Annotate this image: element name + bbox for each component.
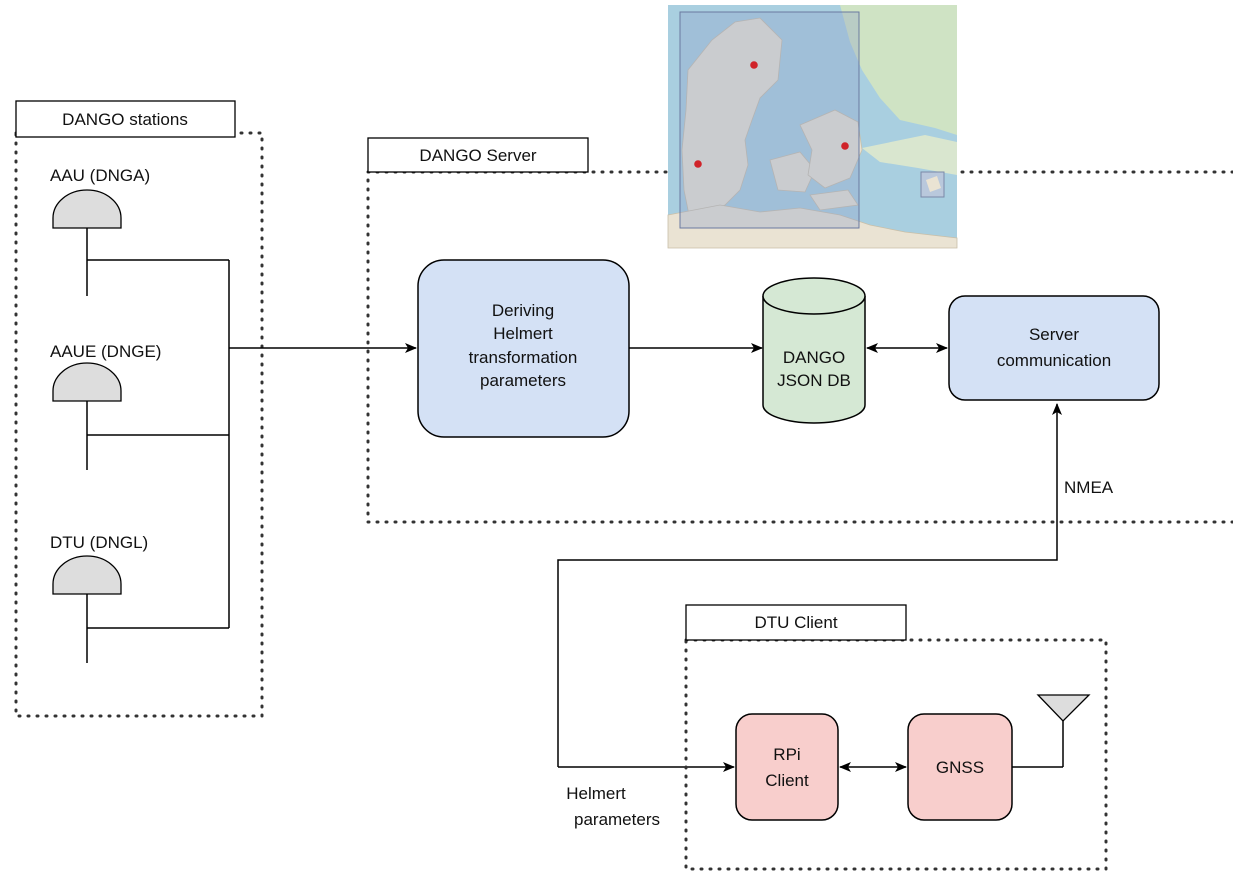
client-title-box [685, 604, 907, 641]
server-communication-box [948, 295, 1160, 401]
server-title-box [367, 137, 589, 173]
db-line-1: DANGO [783, 348, 845, 367]
nmea-label: NMEA [1064, 478, 1114, 497]
gnss-label: GNSS [936, 758, 984, 777]
db-line-2: JSON DB [777, 371, 851, 390]
helmert-params-label-1: Helmert [566, 784, 626, 803]
client-title: DTU Client [754, 613, 837, 632]
rpi-line-2: Client [765, 771, 809, 790]
nmea-connector [557, 403, 1062, 767]
station-dtu: DTU (DNGL) [50, 533, 229, 663]
stations-group-border [14, 131, 264, 718]
client-group: DTU Client [684, 604, 1108, 871]
map-marker-dtu [841, 142, 849, 150]
comm-line-2: communication [997, 351, 1111, 370]
rpi-line-1: RPi [773, 745, 800, 764]
denmark-map-thumbnail [667, 5, 958, 249]
helmert-line-2: Helmert [493, 324, 553, 343]
server-title: DANGO Server [419, 146, 536, 165]
stations-title: DANGO stations [62, 110, 188, 129]
antenna-icon [1012, 694, 1091, 768]
map-marker-aau [750, 61, 758, 69]
server-communication-node: Server communication [948, 295, 1160, 401]
map-marker-aaue [694, 160, 702, 168]
helmert-line-3: transformation [469, 348, 578, 367]
rpi-client-box [735, 713, 839, 821]
database-cylinder-icon: DANGO JSON DB [762, 277, 866, 424]
gnss-station-dome-icon [52, 189, 122, 229]
station-label: AAUE (DNGE) [50, 342, 161, 361]
station-label: AAU (DNGA) [50, 166, 150, 185]
stations-title-box [15, 100, 236, 138]
station-aaue: AAUE (DNGE) [50, 342, 229, 470]
comm-line-1: Server [1029, 325, 1079, 344]
station-label: DTU (DNGL) [50, 533, 148, 552]
stations-group: DANGO stations [14, 100, 264, 718]
gnss-station-dome-icon [52, 555, 122, 595]
helmert-params-label-2: parameters [574, 810, 660, 829]
helmert-line-4: parameters [480, 371, 566, 390]
rpi-client-node: RPi Client [735, 713, 839, 821]
helmert-line-1: Deriving [492, 301, 554, 320]
gnss-node: GNSS [907, 713, 1013, 821]
station-aau: AAU (DNGA) [50, 166, 229, 296]
gnss-station-dome-icon [52, 362, 122, 402]
helmert-node: Deriving Helmert transformation paramete… [417, 259, 630, 438]
